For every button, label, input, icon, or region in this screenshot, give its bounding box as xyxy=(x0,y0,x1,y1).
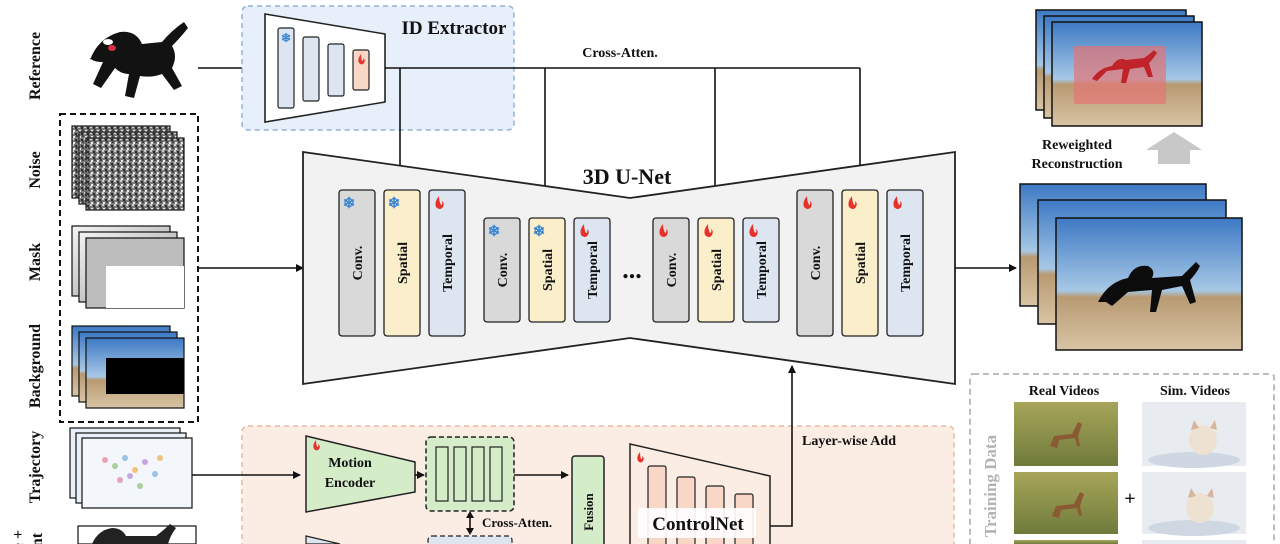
flame-icon xyxy=(704,224,713,237)
noise-stack xyxy=(71,125,185,211)
layer-wise-add-arrow xyxy=(770,365,796,527)
flame-icon xyxy=(848,196,857,209)
fusion-label: Fusion xyxy=(581,492,596,530)
bottom-dog-shape xyxy=(92,524,176,544)
double-arrow-icon xyxy=(466,511,474,535)
cross-atten-top-label: Cross-Atten. xyxy=(582,46,658,61)
motion-token xyxy=(489,446,503,502)
snowflake-icon: ❄ xyxy=(488,224,501,240)
snowflake-icon: ❄ xyxy=(281,31,291,45)
reweighted-line1: Reweighted xyxy=(1042,138,1112,153)
motion-encoder xyxy=(305,435,416,513)
unet-block-label: Temporal xyxy=(441,234,456,292)
flame-icon xyxy=(803,196,812,209)
layer-wise-add-label: Layer-wise Add xyxy=(802,434,896,449)
unet-blocks: Conv. ❄ Spatial ❄ Temporal Conv. ❄ Spatial ❄ Temp… xyxy=(338,189,924,337)
id-extractor-layer-trainable xyxy=(352,49,370,91)
id-extractor-title: ID Extractor xyxy=(402,18,508,39)
snowflake-icon: ❄ xyxy=(388,196,401,212)
real-video-frames xyxy=(1014,402,1118,544)
mask-stack xyxy=(71,225,185,309)
background-stack xyxy=(71,325,185,409)
unet-block-label: Spatial xyxy=(854,242,869,284)
unet-block-label: Conv. xyxy=(496,253,511,288)
plus-label: + xyxy=(1124,488,1135,510)
unet-block-label: Spatial xyxy=(541,249,556,291)
object-features xyxy=(427,535,513,544)
unet-spatial-block xyxy=(841,189,879,337)
sim-videos-label: Sim. Videos xyxy=(1160,384,1231,399)
flame-icon xyxy=(313,440,320,451)
id-extractor-layer xyxy=(277,27,295,109)
snowflake-icon: ❄ xyxy=(533,224,546,240)
cross-atten-bottom-label: Cross-Atten. xyxy=(482,515,552,530)
output-video-stack xyxy=(1019,183,1243,351)
up-arrow-icon xyxy=(1146,132,1202,164)
flame-icon xyxy=(637,452,644,463)
training-data-title: Training Data xyxy=(981,434,1000,537)
unet-temporal-block xyxy=(886,189,924,337)
trajectory-label: Trajectory xyxy=(27,431,44,504)
unet-conv-block xyxy=(338,189,376,337)
unet-block-label: Temporal xyxy=(899,234,914,292)
motion-token xyxy=(471,446,485,502)
bottom-cut-label-2: nt xyxy=(29,532,46,544)
unet-block-label: Conv. xyxy=(351,246,366,281)
mask-label: Mask xyxy=(27,243,44,281)
unet-conv-block xyxy=(796,189,834,337)
flame-icon xyxy=(580,224,589,237)
unet-temporal-block xyxy=(573,217,611,323)
reweighted-line2: Reconstruction xyxy=(1032,157,1123,172)
flame-icon xyxy=(893,196,902,209)
unet-spatial-block xyxy=(528,217,566,323)
unet-block-label: Temporal xyxy=(586,241,601,299)
unet-block-label: Spatial xyxy=(396,242,411,284)
background-label: Background xyxy=(27,324,44,408)
unet-conv-block xyxy=(652,217,690,323)
bottom-cut-label: e + xyxy=(10,530,27,544)
unet-shape xyxy=(302,150,956,386)
controlnet-label: ControlNet xyxy=(652,514,744,535)
unet-block-label: Spatial xyxy=(710,249,725,291)
unet-temporal-block xyxy=(742,217,780,323)
sim-video-frames xyxy=(1142,402,1246,544)
id-extractor-layer xyxy=(327,43,345,97)
flame-icon xyxy=(435,196,444,209)
motion-token xyxy=(453,446,467,502)
unet-block-label: Conv. xyxy=(665,253,680,288)
flame-icon xyxy=(659,224,668,237)
motion-encoder-line1: Motion xyxy=(328,456,372,471)
snowflake-icon: ❄ xyxy=(343,196,356,212)
controlnet-label-bg xyxy=(638,508,756,538)
flame-icon xyxy=(749,224,758,237)
unet-spatial-block xyxy=(697,217,735,323)
unet-title: 3D U-Net xyxy=(583,164,672,189)
fusion-block xyxy=(571,455,605,544)
id-extractor-trapezoid xyxy=(264,13,386,123)
noise-label: Noise xyxy=(27,151,44,188)
trajectory-stack xyxy=(69,427,193,509)
real-videos-label: Real Videos xyxy=(1029,384,1100,399)
second-encoder xyxy=(305,535,341,544)
flame-icon xyxy=(358,54,365,65)
unet-temporal-block xyxy=(428,189,466,337)
unet-ellipsis: ... xyxy=(622,255,642,284)
unet-conv-block xyxy=(483,217,521,323)
unet-block-label: Conv. xyxy=(809,246,824,281)
reference-image xyxy=(78,22,196,104)
motion-token xyxy=(435,446,449,502)
id-extractor-layer xyxy=(302,36,320,102)
reference-label: Reference xyxy=(27,32,44,100)
motion-encoder-line2: Encoder xyxy=(325,476,376,491)
reweighted-video-stack xyxy=(1035,9,1203,127)
unet-spatial-block xyxy=(383,189,421,337)
unet-block-label: Temporal xyxy=(755,241,770,299)
